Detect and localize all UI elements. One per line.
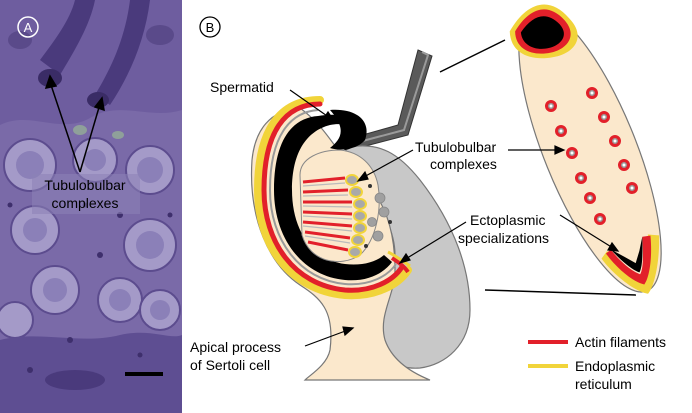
legend-label-er-line1: Endoplasmic — [575, 358, 655, 374]
scale-bar — [125, 372, 163, 376]
leader-apical — [304, 326, 355, 347]
connector-bottom — [484, 289, 637, 296]
connector-top — [439, 39, 506, 73]
panel-a-arrows — [44, 74, 105, 173]
panel-b-letter-badge: B — [199, 16, 221, 38]
leader-spermatid — [289, 89, 336, 123]
label-spermatid: Spermatid — [210, 79, 274, 95]
tubulobulbar-complexes — [302, 174, 392, 258]
label-apical-line1: Apical process — [190, 339, 281, 355]
panel-a-letter-badge: A — [17, 16, 39, 38]
label-ecto-line1: Ectoplasmic — [470, 212, 545, 228]
legend: Actin filaments Endoplasmic reticulum — [528, 334, 666, 392]
label-apical-line2: of Sertoli cell — [190, 357, 270, 373]
panel-a-letter: A — [24, 20, 33, 35]
leader-ecto — [398, 214, 620, 265]
cross-section-spermatid — [509, 4, 662, 294]
panel-a-label-line2: complexes — [52, 195, 119, 211]
legend-label-actin: Actin filaments — [575, 334, 666, 350]
label-ecto-line2: specializations — [458, 230, 549, 246]
label-tbc-line1: Tubulobulbar — [415, 139, 497, 155]
leader-tbc — [356, 145, 566, 182]
micrograph-panel — [0, 0, 182, 413]
label-tbc-line2: complexes — [430, 156, 497, 172]
panel-b-letter: B — [206, 20, 215, 35]
legend-label-er-line2: reticulum — [575, 376, 632, 392]
panel-a-label-line1: Tubulobulbar — [44, 177, 126, 193]
